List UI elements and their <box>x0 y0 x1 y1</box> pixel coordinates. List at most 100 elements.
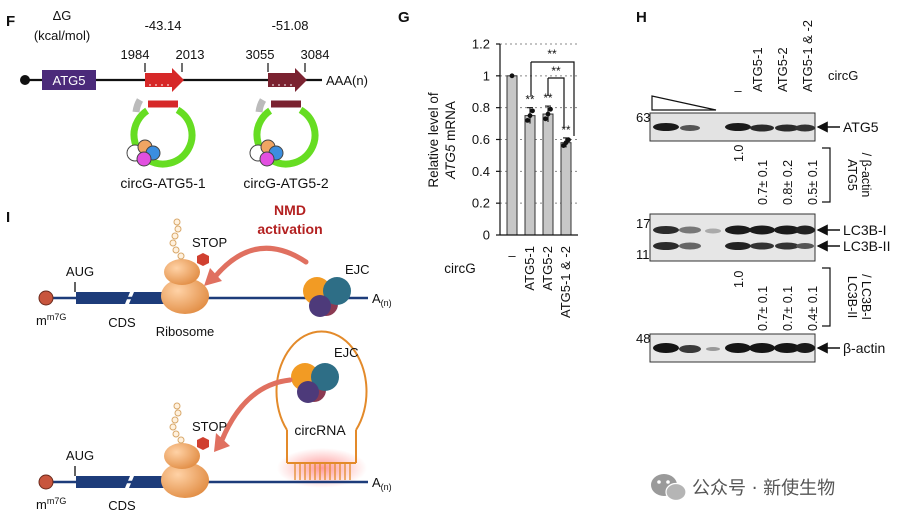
panel-i-letter: I <box>6 209 10 226</box>
site2-arrow <box>268 68 307 92</box>
top-cap-m7g <box>38 290 54 306</box>
chart-y-tick-label: 0.8 <box>472 100 490 115</box>
lc3-quant-1: 1.0 <box>732 271 746 288</box>
top-cds-label: CDS <box>108 315 136 330</box>
atg5-quant-3: 0.8± 0.2 <box>781 160 795 205</box>
nmd-label-line1: NMD <box>274 202 306 218</box>
bottom-curved-arrow <box>219 377 293 443</box>
bracket-2-vs-3 <box>548 77 565 128</box>
chart-xlabel: circG <box>444 261 476 276</box>
lc3b-ii-bands <box>653 242 814 250</box>
atg5-quant-4: 0.5± 0.1 <box>806 160 820 205</box>
lane-label-1: – <box>734 83 742 98</box>
top-cds-segment-1 <box>76 292 130 304</box>
lc3-ratio-line2: / LC3B-I <box>859 274 873 320</box>
chart-bar <box>560 142 572 236</box>
delta-g-unit: (kcal/mol) <box>34 28 90 43</box>
chart-y-tick-label: 1 <box>483 68 490 83</box>
atg5-gene-label: ATG5 <box>53 73 86 88</box>
position-2013: 2013 <box>176 47 205 62</box>
bottom-polya-a: A <box>372 475 381 490</box>
top-cap-label: mm7G <box>36 312 66 328</box>
circrna-loop <box>275 330 368 431</box>
chart-sig-mark: ** <box>526 95 535 107</box>
bottom-cap-m7g <box>38 474 54 490</box>
top-cap-text: m7G <box>47 312 67 322</box>
atg5-quant-bracket <box>822 147 831 203</box>
top-ejc-complex <box>303 277 351 317</box>
chart-point <box>527 113 533 119</box>
lc3b-blot <box>649 213 816 262</box>
chart-point <box>530 108 535 114</box>
top-ejc-label: EJC <box>345 262 370 277</box>
bracket-mark-1: ** <box>547 47 557 61</box>
chart-y-tick-label: 0.2 <box>472 196 490 211</box>
panel-g-letter: G <box>398 9 410 26</box>
actin-band-label: β-actin <box>843 340 885 356</box>
top-aug-label: AUG <box>66 264 94 279</box>
position-3055: 3055 <box>246 47 275 62</box>
top-ribosome-small <box>164 259 200 285</box>
chart-ylabel-line1: Relative level of <box>426 92 441 188</box>
chart-y-tick-label: 0.4 <box>472 164 490 179</box>
top-polya-a: A <box>372 291 381 306</box>
lane-label-4: ATG5-1 & -2 <box>800 20 815 92</box>
bottom-cap-label: mm7G <box>36 496 66 512</box>
chart-ylabel-gene: ATG5 <box>443 144 458 180</box>
top-stop-label: STOP <box>192 235 227 250</box>
chart-y-tick-label: 0 <box>483 228 490 243</box>
top-ribosome-large <box>161 278 209 314</box>
atg5-bands <box>653 123 815 132</box>
panel-f-letter: F <box>6 13 15 30</box>
panel-i: I NMD activation AUG CDS mm7G STOP <box>6 202 392 513</box>
watermark: 公众号 · 新使生物 <box>651 474 835 502</box>
bottom-cds-label: CDS <box>108 498 136 513</box>
actin-bands <box>653 343 815 353</box>
mw-17: 17 <box>636 216 650 231</box>
nmd-arrow-head <box>204 268 222 286</box>
atg5-ratio-line2: / β-actin <box>859 153 873 198</box>
bottom-stop-label: STOP <box>192 419 227 434</box>
bottom-aug-label: AUG <box>66 448 94 463</box>
chart-y-tick-label: 1.2 <box>472 37 490 52</box>
atg5-ratio-line1: ATG5 <box>845 159 859 191</box>
lc3-quant-3: 0.7± 0.1 <box>781 286 795 331</box>
atg5-quant-1: 1.0 <box>732 145 746 162</box>
lc3-quant-2: 0.7± 0.1 <box>756 286 770 331</box>
circrna-stems <box>286 430 357 463</box>
chart-ylabel-suffix: mRNA <box>443 101 458 145</box>
chart-bar <box>524 115 536 236</box>
blot-circg-label: circG <box>828 68 858 83</box>
chart-point <box>545 111 551 117</box>
nmd-label-line2: activation <box>257 221 322 237</box>
wechat-icon <box>651 474 687 502</box>
chart-sig-mark: ** <box>544 93 553 105</box>
chart-bar <box>506 75 518 236</box>
bottom-ejc-complex <box>291 363 339 403</box>
chart-x-tick-label: – <box>508 248 516 263</box>
top-polya-label: A(n) <box>372 291 392 308</box>
nmd-bottom-scenario: circRNA EJC AUG CDS mm7G <box>36 330 392 513</box>
top-stop-sign-icon <box>197 253 209 266</box>
panel-h-letter: H <box>636 9 647 26</box>
lc3-ratio-line1: LC3B-II <box>845 276 859 318</box>
bracket-1-vs-3 <box>531 61 575 136</box>
bottom-ribosome-small <box>164 443 200 469</box>
bottom-ribosome-large <box>161 462 209 498</box>
dilution-wedge <box>651 95 717 111</box>
ribosome-label: Ribosome <box>156 324 215 339</box>
panel-g: G Relative level of ATG5 mRNA 0 0.2 0.4 0.6… <box>398 9 578 318</box>
chart-point <box>566 137 571 143</box>
watermark-text: 公众号 · 新使生物 <box>692 478 835 499</box>
lc3b-i-band-label: LC3B-I <box>843 222 887 238</box>
chart-ylabel-line2: ATG5 mRNA <box>443 101 458 180</box>
panel-h: H – ATG5-1 ATG5-2 ATG5-1 & -2 circG 63 A… <box>636 9 890 363</box>
position-3084: 3084 <box>301 47 330 62</box>
bottom-polya-sub: (n) <box>381 482 392 492</box>
chart-y-tick-label: 0.6 <box>472 132 490 147</box>
lc3b-ii-band-label: LC3B-II <box>843 238 890 254</box>
circ2-drawing <box>249 98 319 168</box>
polya-label: AAA(n) <box>326 73 368 88</box>
